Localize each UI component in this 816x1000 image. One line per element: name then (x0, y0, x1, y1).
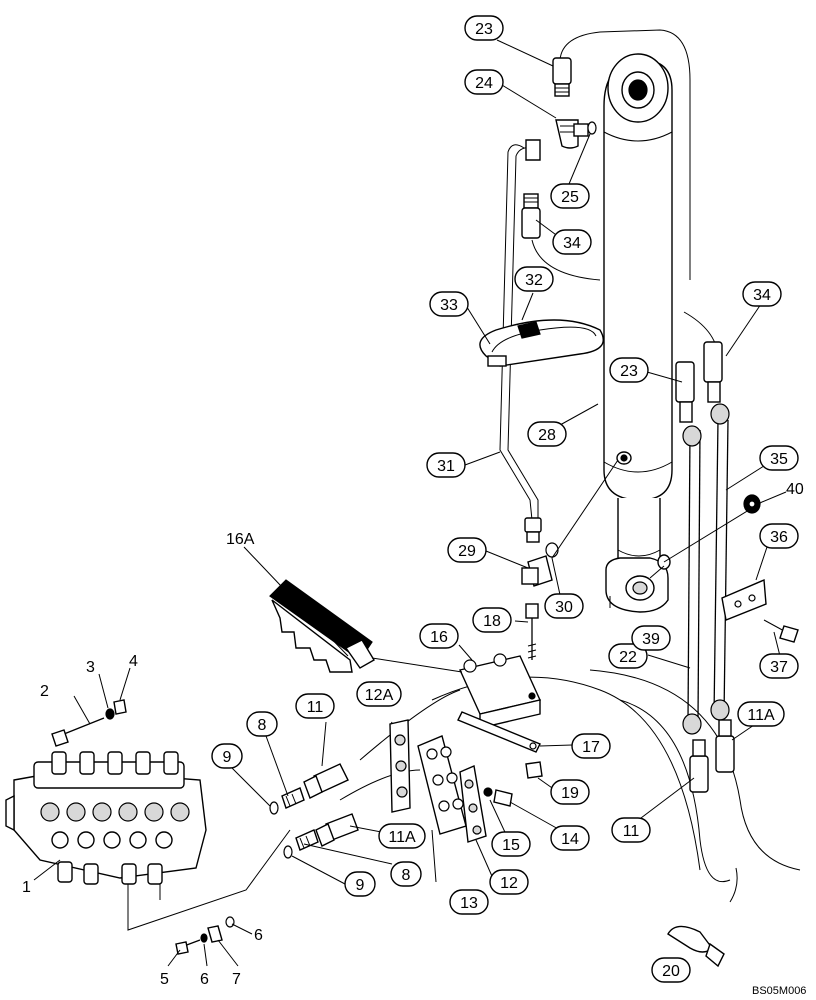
fitting-34-upper (521, 193, 541, 239)
tube-clamp-32 (479, 319, 604, 367)
callout-22: 22 (619, 649, 637, 666)
label-7: 7 (232, 971, 241, 988)
control-valve-1 (5, 751, 207, 885)
callout-24: 24 (475, 75, 493, 92)
callout-23: 23 (475, 21, 493, 38)
label-2: 2 (40, 683, 49, 700)
callout-15: 15 (502, 837, 520, 854)
clamp-block-13 (417, 735, 467, 835)
callout-11: 11 (623, 823, 640, 840)
bolt-2 (51, 717, 105, 747)
hose-line (127, 829, 291, 931)
callout-32: 32 (525, 272, 543, 289)
callout-12: 12 (500, 875, 518, 892)
label-40: 40 (786, 481, 804, 498)
bolt-37 (763, 619, 799, 643)
hose-line (531, 239, 601, 281)
callout-37: 37 (770, 659, 788, 676)
callout-35: 35 (770, 451, 788, 468)
callout-9: 9 (223, 749, 232, 766)
callout-18: 18 (483, 613, 501, 630)
callout-8: 8 (258, 717, 267, 734)
callout-31: 31 (437, 458, 455, 475)
hydraulic-cylinder (603, 53, 673, 613)
screw-14 (493, 789, 513, 807)
hose-line (589, 669, 801, 871)
callout-11A: 11A (747, 707, 775, 724)
washer-3 (105, 708, 115, 720)
callout-33: 33 (440, 297, 458, 314)
fitting-11-left (303, 763, 349, 799)
callout-13: 13 (460, 895, 478, 912)
bracket-17 (457, 711, 541, 753)
elbow-fitting-24 (555, 119, 589, 149)
hose-line (359, 689, 461, 761)
fitting-11A-left (315, 813, 359, 847)
callout-29: 29 (458, 543, 476, 560)
label-16A: 16A (226, 531, 255, 548)
leader-lines (33, 39, 787, 967)
screw-5 (175, 939, 201, 955)
bracket-36 (721, 578, 767, 621)
hose-line (559, 29, 691, 280)
hose-line (619, 699, 731, 882)
bolt-18 (525, 603, 539, 660)
callout-17: 17 (582, 739, 600, 756)
adapter-8-lower (295, 829, 319, 851)
o-ring-30 (545, 542, 559, 558)
callout-23: 23 (620, 363, 638, 380)
callout-39: 39 (642, 631, 660, 648)
callout-8: 8 (402, 867, 411, 884)
clip-7 (207, 925, 223, 943)
nut-19 (525, 761, 543, 779)
clamp-block-16 (459, 653, 541, 729)
o-ring-9-lower (283, 845, 293, 859)
callout-9: 9 (356, 877, 365, 894)
clamp-half-12A (389, 719, 411, 813)
callout-bubbles: 23 24 25 34 32 33 34 23 28 31 35 36 29 3… (211, 15, 799, 983)
callout-30: 30 (555, 599, 573, 616)
callout-11: 11 (307, 699, 324, 716)
o-ring-25 (587, 121, 597, 135)
label-4: 4 (129, 653, 138, 670)
hose-22 (675, 361, 702, 735)
callout-16: 16 (430, 629, 448, 646)
callout-34: 34 (563, 235, 581, 252)
callout-11A: 11A (388, 829, 416, 846)
hose-line (339, 769, 421, 801)
fitting-11-right (689, 739, 709, 793)
washer-6-lower (200, 933, 208, 943)
label-5: 5 (160, 971, 169, 988)
elbow-fitting-29 (521, 555, 553, 587)
washer-15 (483, 787, 493, 797)
label-3: 3 (86, 659, 95, 676)
callout-34: 34 (753, 287, 771, 304)
cable-tie-20 (667, 867, 738, 968)
plain-part-labels: 16A 40 1 2 3 4 5 6 6 7 (22, 481, 804, 988)
nut-4 (113, 699, 127, 715)
clamp-half-12 (459, 765, 487, 843)
hose-fitting-23-top (552, 57, 572, 97)
drawing-code: BS05M006 (752, 985, 806, 997)
adapter-8-upper (281, 787, 305, 809)
hose-35 (703, 341, 730, 721)
label-6: 6 (254, 927, 263, 944)
washer-6-upper (225, 916, 235, 928)
callout-14: 14 (561, 831, 579, 848)
label-6: 6 (200, 971, 209, 988)
callout-20: 20 (662, 963, 680, 980)
guard-block-16A (269, 579, 375, 673)
callout-25: 25 (561, 189, 579, 206)
callout-12A: 12A (365, 687, 394, 704)
label-1: 1 (22, 879, 31, 896)
o-ring-9-upper (269, 801, 279, 815)
callout-36: 36 (770, 529, 788, 546)
callout-19: 19 (561, 785, 579, 802)
fitting-11A-right (715, 719, 735, 773)
callout-28: 28 (538, 427, 556, 444)
